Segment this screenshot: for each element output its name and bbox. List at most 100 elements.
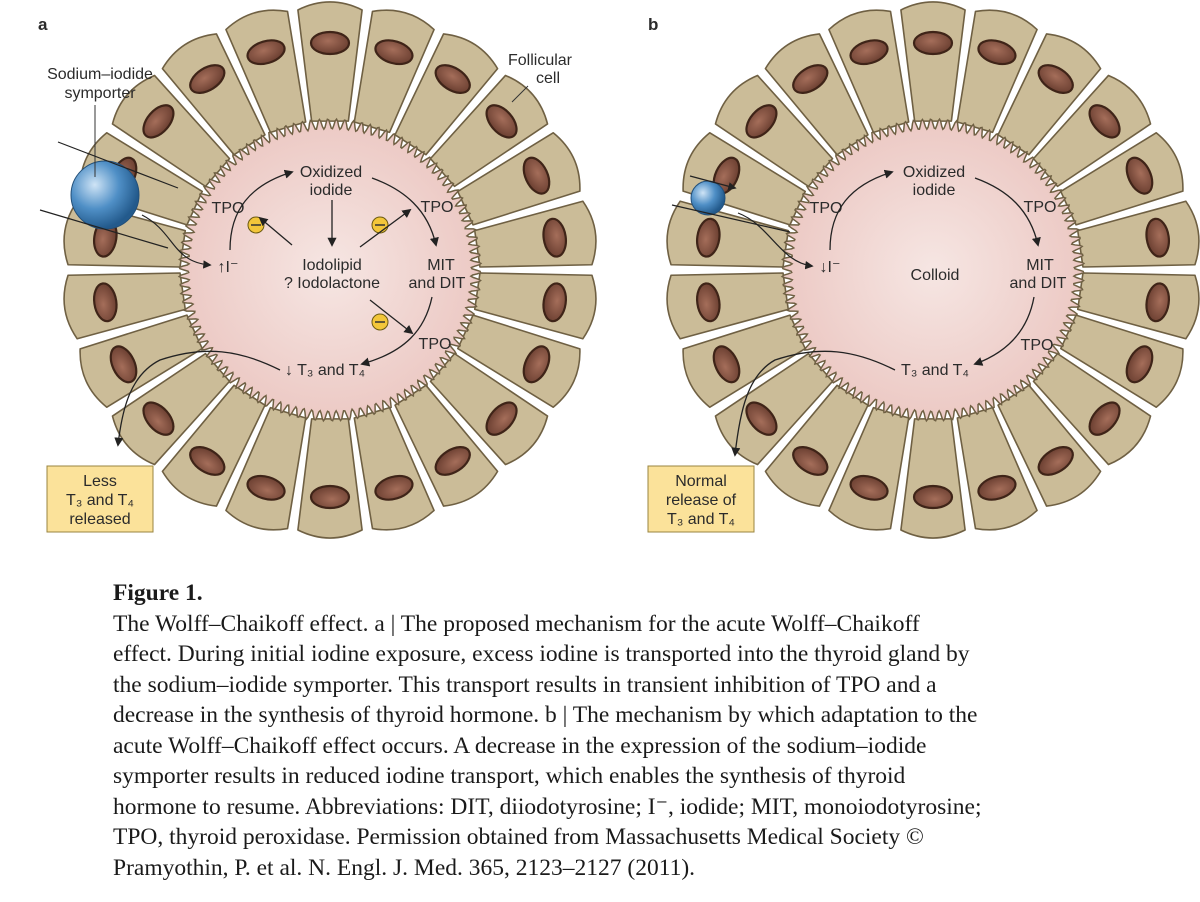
- cell-nucleus: [1125, 156, 1154, 195]
- cell-nucleus: [522, 156, 551, 195]
- follicular-cell: [394, 384, 499, 507]
- panel-b: b TPO TPO TPO Oxidized iodide ↓I⁻ Colloi…: [647, 1, 1200, 539]
- tpo-b-1: TPO: [810, 200, 843, 217]
- iodide-down-label: ↓I⁻: [820, 259, 841, 276]
- cell-nucleus: [745, 401, 778, 436]
- cell-nucleus: [792, 446, 829, 476]
- follicular-cell: [111, 74, 231, 188]
- follicular-cell: [456, 314, 581, 409]
- follicular-cell: [682, 314, 807, 409]
- follicular-cell: [353, 9, 435, 134]
- follicular-cell: [297, 1, 363, 122]
- cell-nucleus: [309, 484, 351, 510]
- release-box-b: [647, 465, 755, 533]
- follicular-cell: [714, 352, 834, 466]
- cell-nucleus: [542, 282, 568, 323]
- cell-nucleus: [142, 104, 175, 139]
- follicular-cell: [473, 200, 597, 268]
- cell-nucleus: [374, 39, 414, 66]
- mit-a-2: and DIT: [409, 275, 466, 292]
- iodide-into-colloid-arrow-b: [737, 212, 814, 270]
- cell-nucleus: [977, 39, 1017, 66]
- follicular-cell: [666, 272, 790, 340]
- follicular-cell: [353, 406, 435, 531]
- caption-line: hormone to resume. Abbreviations: DIT, d…: [113, 793, 982, 820]
- follicular-cell: [1032, 352, 1152, 466]
- follicular-cell: [714, 74, 834, 188]
- caption-line: decrease in the synthesis of thyroid hor…: [113, 702, 978, 728]
- follicular-label-1: Follicular: [508, 52, 573, 69]
- cell-nucleus: [142, 401, 175, 436]
- caption-line: acute Wolff–Chaikoff effect occurs. A de…: [113, 732, 927, 759]
- cell-nucleus: [92, 282, 118, 323]
- cell-nucleus: [1088, 401, 1121, 436]
- follicular-cell: [1059, 314, 1184, 409]
- arrow-iodide-to-oxidized-b: [829, 169, 894, 251]
- cell-nucleus: [745, 104, 778, 139]
- follicular-cell: [456, 131, 581, 226]
- follicular-cell: [394, 33, 499, 156]
- panel-a: a Sodium–iodide symporter Follicular cel…: [38, 1, 597, 539]
- cell-nucleus: [695, 217, 721, 258]
- follicular-cell: [297, 418, 363, 539]
- arrow-mit-to-t3t4-a: [360, 296, 433, 367]
- follicular-cell: [1076, 200, 1200, 268]
- cell-nucleus: [1125, 345, 1154, 384]
- follicle-cells-b: [666, 1, 1200, 539]
- cell-nucleus: [1145, 282, 1171, 323]
- follicular-cell: [225, 406, 307, 531]
- arrow-release-a: [114, 350, 281, 447]
- cell-nucleus: [912, 30, 954, 56]
- arrow-oxidized-to-mit-b: [974, 177, 1041, 247]
- cell-nucleus: [246, 39, 286, 66]
- iodide-into-colloid-arrow: [141, 214, 212, 269]
- caption-line: Pramyothin, P. et al. N. Engl. J. Med. 3…: [113, 854, 696, 881]
- oxidized-b-2: iodide: [913, 182, 956, 199]
- cell-nucleus: [189, 446, 226, 476]
- tpo-a-3: TPO: [419, 336, 452, 353]
- follicular-cell: [900, 418, 966, 539]
- caption-line: the sodium–iodide symporter. This transp…: [113, 671, 937, 698]
- cell-nucleus: [522, 345, 551, 384]
- panel-a-letter: a: [38, 15, 48, 34]
- mit-b-1: MIT: [1026, 257, 1054, 274]
- follicular-cell: [225, 9, 307, 134]
- iodide-entry-arrow-1: [57, 141, 179, 189]
- follicular-label-2: cell: [536, 70, 560, 87]
- cell-nucleus: [849, 474, 889, 501]
- cell-nucleus: [485, 401, 518, 436]
- follicular-cell: [111, 352, 231, 466]
- cell-nucleus: [912, 484, 954, 510]
- mit-a-1: MIT: [427, 257, 455, 274]
- follicle-cells-a: [63, 1, 597, 539]
- iodide-entry-arrow-b-2: [671, 204, 791, 233]
- arrow-iodide-to-oxidized-a: [229, 169, 294, 251]
- follicular-cell: [900, 1, 966, 122]
- follicular-cell: [1076, 272, 1200, 340]
- follicular-cell: [682, 131, 807, 226]
- follicular-cell: [429, 352, 549, 466]
- follicular-cell: [1032, 74, 1152, 188]
- cell-nucleus: [485, 104, 518, 139]
- arrow-to-inhibit-2: [359, 208, 412, 248]
- follicular-cell: [997, 33, 1102, 156]
- follicular-cell: [161, 33, 266, 156]
- tpo-b-3: TPO: [1021, 337, 1054, 354]
- iodide-up-label: ↑I⁻: [218, 259, 239, 276]
- cell-nucleus: [309, 30, 351, 56]
- tpo-a-2: TPO: [421, 199, 454, 216]
- release-box-a: [46, 465, 154, 533]
- follicular-cell: [997, 384, 1102, 507]
- release-b-3: T₃ and T₄: [667, 511, 735, 528]
- cell-nucleus: [434, 446, 471, 476]
- arrow-release-b: [731, 350, 896, 457]
- iodolipid-label-1: Iodolipid: [302, 257, 362, 274]
- follicular-cell: [956, 9, 1038, 134]
- follicular-cell: [1059, 131, 1184, 226]
- arrow-to-inhibit-3: [369, 299, 414, 335]
- symporter-label-2: symporter: [64, 85, 136, 102]
- caption-line: The Wolff–Chaikoff effect. a | The propo…: [113, 610, 920, 637]
- release-a-2: T₃ and T₄: [66, 492, 134, 509]
- cell-nucleus: [434, 64, 471, 94]
- follicular-cell: [764, 33, 869, 156]
